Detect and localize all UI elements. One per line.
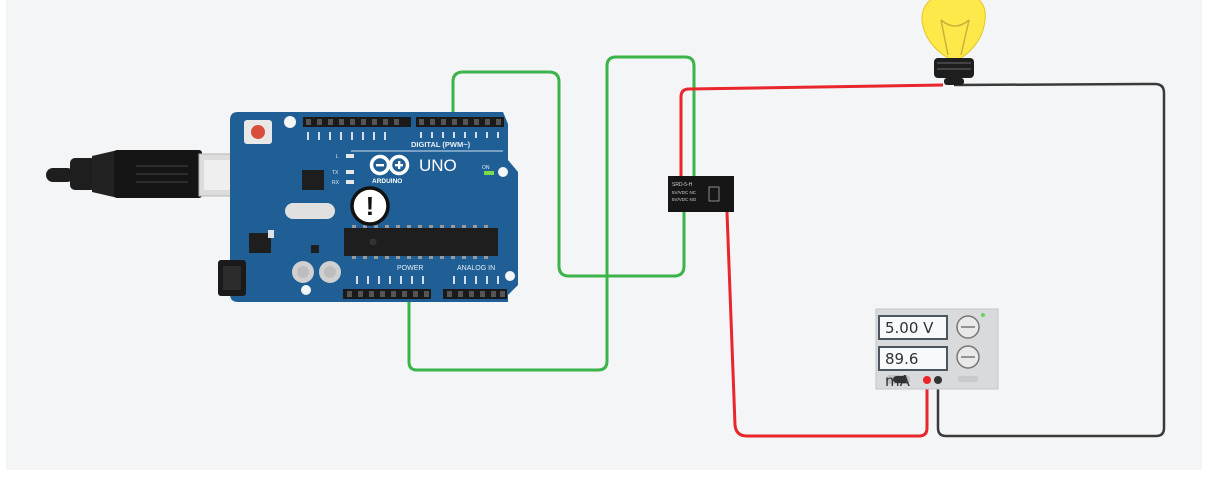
relay-label-2: 5V/VDC NC xyxy=(672,190,697,195)
signal-wire[interactable] xyxy=(451,70,686,278)
circuit-canvas[interactable]: DIGITAL (PWM~) L TX RX ARDUINO UNO ON xyxy=(6,0,1202,470)
analog-in-label: ANALOG IN xyxy=(457,265,495,272)
arduino-logo xyxy=(369,154,410,176)
led-label-l: L xyxy=(336,154,339,160)
on-led-label: ON xyxy=(482,165,490,171)
relay-to-supply-wire[interactable] xyxy=(725,211,929,438)
ground-wire[interactable] xyxy=(936,82,1166,438)
voltage-display: 5.00 V xyxy=(878,315,948,340)
warning-symbol: ! xyxy=(366,191,375,221)
relay-label-3: 5V/VDC NO xyxy=(672,197,697,202)
led-label-rx: RX xyxy=(332,180,340,186)
relay-module[interactable]: SRD-5-H 5V/VDC NC 5V/VDC NO xyxy=(668,176,734,212)
arduino-brand-text: ARDUINO xyxy=(372,178,402,185)
led-label-tx: TX xyxy=(332,170,339,176)
arduino-model-text: UNO xyxy=(419,156,457,175)
light-bulb[interactable] xyxy=(921,0,986,85)
relay-to-bulb-wire[interactable] xyxy=(679,83,944,180)
power-wire[interactable] xyxy=(407,55,696,372)
current-display: 89.6 mA xyxy=(878,346,948,390)
relay-label-1: SRD-5-H xyxy=(672,182,693,188)
warning-icon[interactable]: ! xyxy=(350,186,390,226)
circuit-schematic: DIGITAL (PWM~) L TX RX ARDUINO UNO ON xyxy=(46,0,1166,438)
power-label: POWER xyxy=(397,265,423,272)
digital-header-label: DIGITAL (PWM~) xyxy=(411,140,471,149)
